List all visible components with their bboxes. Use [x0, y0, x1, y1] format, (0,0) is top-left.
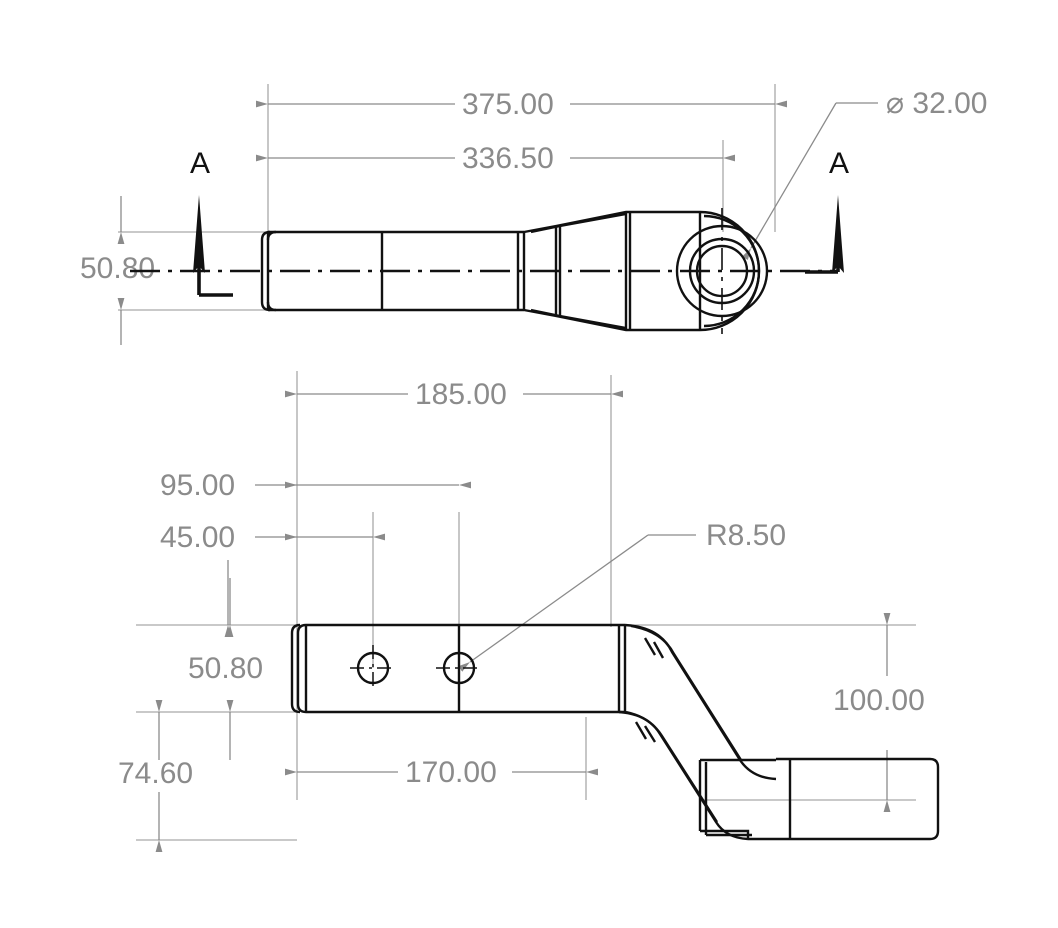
section-arrow-left-icon [193, 195, 205, 273]
dim-r850-label: R8.50 [706, 519, 786, 552]
dim-170-label: 170.00 [405, 756, 497, 789]
section-mark-left: A [190, 147, 233, 297]
dim-100: 100.00 [833, 613, 925, 812]
dim-95: 95.00 [160, 469, 471, 502]
side-view: 185.00 95.00 45.00 R8.50 50.80 [118, 371, 940, 852]
dim-45-label: 45.00 [160, 521, 235, 554]
dim-74-60: 74.60 [118, 700, 193, 852]
dim-95-label: 95.00 [160, 469, 235, 502]
dim-375-label: 375.00 [462, 88, 554, 121]
dim-5080side-label: 50.80 [188, 652, 263, 685]
dim-375: 375.00 [256, 88, 787, 121]
side-view-plate [290, 623, 627, 714]
dim-radius-8-50: R8.50 [458, 519, 786, 672]
top-view: 375.00 336.50 ⌀ 32.00 50.80 A [80, 84, 987, 345]
side-view-extension-lines [136, 371, 916, 841]
dim-5080top-label: 50.80 [80, 252, 155, 285]
side-view-lower-shank [698, 757, 940, 841]
dim-dia32-label: ⌀ 32.00 [886, 87, 987, 120]
dim-336-50: 336.50 [256, 142, 735, 175]
dim-7460-label: 74.60 [118, 757, 193, 790]
dia32-leader-slant [741, 102, 837, 261]
top-view-taper-and-boss [523, 210, 761, 332]
dim-50-80-top: 50.80 [80, 196, 155, 345]
side-view-gooseneck [618, 623, 777, 841]
dim-33650-label: 336.50 [462, 142, 554, 175]
section-arrow-right-icon [832, 195, 844, 273]
section-letter-left: A [190, 147, 210, 180]
section-letter-right: A [829, 147, 849, 180]
dim-185-label: 185.00 [415, 378, 507, 411]
dim-170: 170.00 [285, 756, 598, 789]
r850-leader-slant [458, 534, 649, 672]
dim-50-80-side: 50.80 [188, 578, 263, 760]
side-view-mounting-holes [350, 645, 482, 691]
dim-185: 185.00 [285, 378, 623, 411]
dim-45: 45.00 [160, 521, 385, 554]
dim-100-label: 100.00 [833, 684, 925, 717]
dim-diameter-32: ⌀ 32.00 [741, 87, 987, 261]
